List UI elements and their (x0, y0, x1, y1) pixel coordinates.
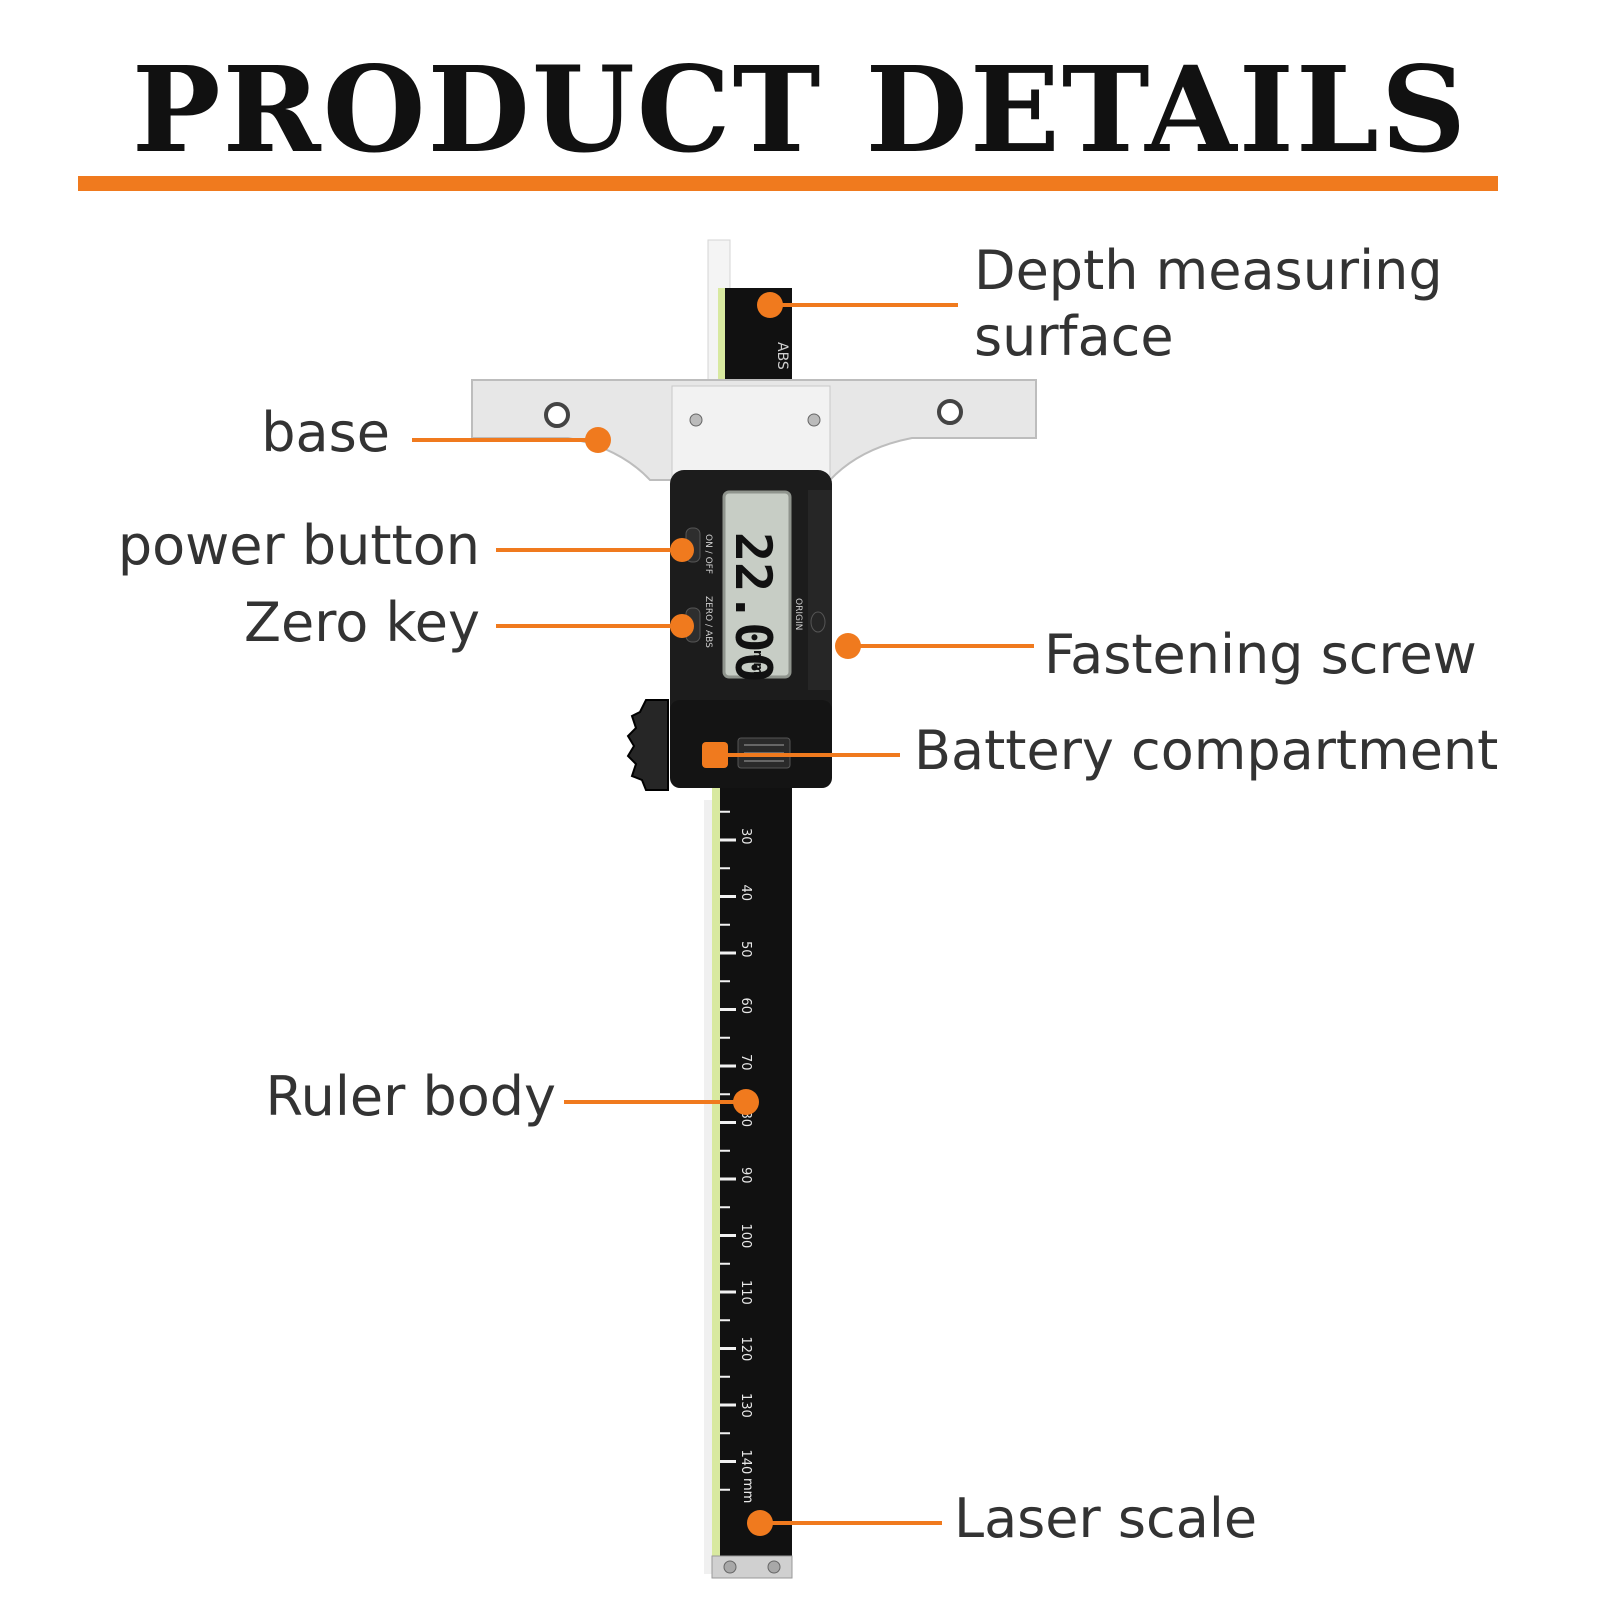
scale-label: 60 (738, 998, 753, 1015)
label-zero-key: Zero key (244, 591, 480, 654)
lcd-unit: mm (751, 650, 765, 675)
callout-dot (670, 538, 694, 562)
title-underline (78, 176, 1498, 191)
callout-dot (757, 292, 783, 318)
base-screw-right (807, 413, 821, 427)
callout-dot (702, 742, 728, 768)
end-screw-left (723, 1560, 737, 1574)
page-title: PRODUCT DETAILS (131, 40, 1469, 179)
label-laser-scale: Laser scale (954, 1487, 1258, 1550)
label-ruler-body: Ruler body (265, 1065, 556, 1128)
label-base: base (261, 401, 390, 464)
scale-label: 80 (738, 1111, 753, 1128)
scale-label: 70 (738, 1054, 753, 1071)
end-screw-right (767, 1560, 781, 1574)
scale-label: 130 (738, 1393, 753, 1418)
callout-dot (835, 633, 861, 659)
callout-laser-scale (747, 1510, 942, 1536)
callout-dot (747, 1510, 773, 1536)
thumb-wheel (626, 699, 669, 791)
callout-depth-surface (757, 292, 958, 318)
callout-battery-compartment (702, 742, 900, 768)
scale-label: 120 (738, 1337, 753, 1362)
callout-zero-key (496, 614, 694, 638)
scale-label: 100 (738, 1224, 753, 1249)
callout-fastening-screw (835, 633, 1034, 659)
base-hole-right (937, 399, 963, 425)
callout-dot (733, 1089, 759, 1115)
laser-scale: 30 40 50 60 70 80 90 100 110 120 130 140 (720, 810, 753, 1491)
origin-button[interactable] (810, 611, 826, 633)
label-depth-line-2: surface (974, 305, 1174, 368)
callout-power-button (496, 538, 694, 562)
lcd-reading: 22.00 (724, 532, 782, 683)
ruler-top-laser-edge (718, 288, 725, 460)
scale-label: 90 (738, 1167, 753, 1184)
callout-base (412, 427, 611, 453)
scale-label: 30 (738, 828, 753, 845)
label-battery-compartment: Battery compartment (914, 719, 1499, 782)
on-off-marking: ON / OFF (703, 534, 713, 574)
zero-abs-marking: ZERO / ABS (703, 596, 713, 648)
label-depth-line-1: Depth measuring (974, 239, 1443, 302)
base-hole-left (544, 402, 570, 428)
lcd-display (722, 490, 792, 679)
ruler-body (712, 788, 792, 1574)
callout-dot (585, 427, 611, 453)
scale-unit-marking: mm (740, 1478, 755, 1503)
scale-label: 140 (738, 1450, 753, 1475)
abs-marking: ABS (774, 342, 790, 370)
callout-ruler-body (564, 1089, 759, 1115)
ruler-highlight (704, 800, 712, 1574)
base-center-plate (671, 385, 831, 479)
ruler-laser-edge (712, 788, 720, 1574)
scale-label: 40 (738, 885, 753, 902)
label-power-button: power button (117, 514, 480, 577)
origin-marking: ORIGIN (793, 598, 803, 630)
gauge-body-right-edge (808, 490, 832, 690)
label-depth-measuring-surface: Depth measuring surface (974, 238, 1443, 370)
label-fastening-screw: Fastening screw (1044, 623, 1477, 686)
callout-dot (670, 614, 694, 638)
base-screw-left (689, 413, 703, 427)
scale-label: 50 (738, 941, 753, 958)
scale-label: 110 (738, 1280, 753, 1305)
